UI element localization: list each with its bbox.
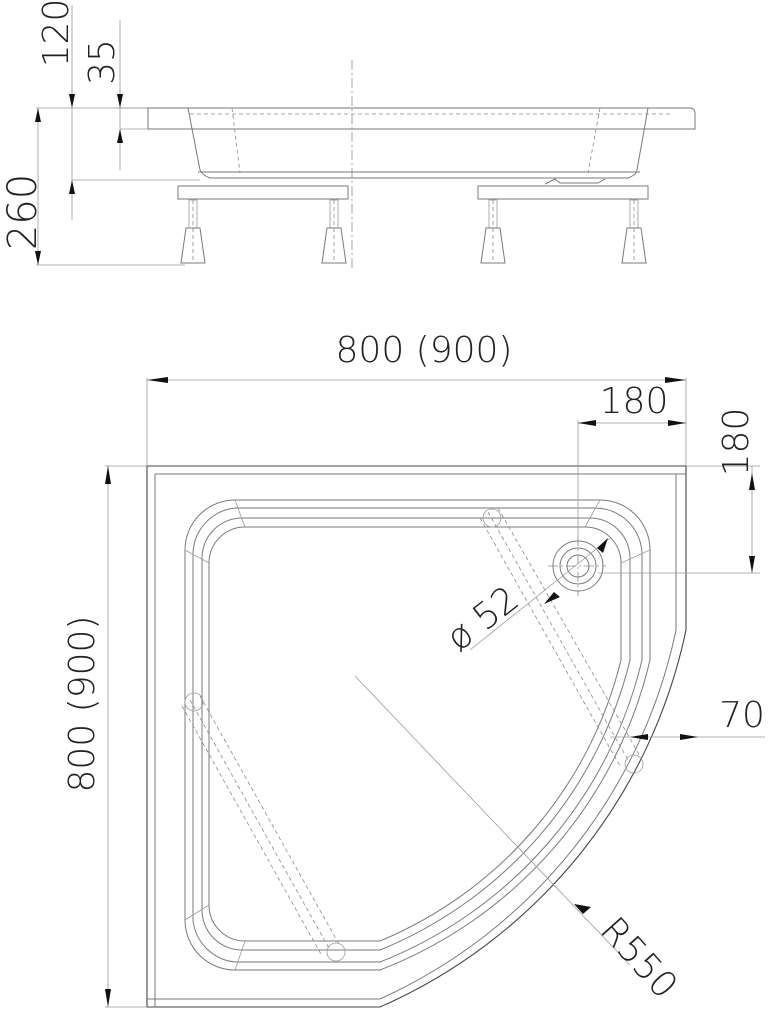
top-view: 800 (900) 800 (900) 180 180 ø 52 70 R550 [62, 330, 765, 1008]
side-view: 260 120 35 [0, 0, 696, 270]
dim-drain-offset-x: 180 [600, 381, 669, 422]
dim-drain-diameter: ø 52 [439, 578, 527, 659]
dim-rim-width: 70 [719, 695, 765, 736]
leg [480, 199, 506, 264]
dim-depth: 800 (900) [62, 616, 103, 793]
leg [180, 199, 206, 264]
leg [621, 199, 647, 264]
dim-tray-height: 120 [36, 0, 77, 67]
dim-radius: R550 [592, 910, 685, 1007]
support-bar [479, 507, 644, 774]
dim-drain-offset-y: 180 [716, 408, 757, 477]
dim-width: 800 (900) [336, 330, 513, 371]
drain [548, 536, 606, 596]
support-bar [181, 692, 346, 962]
leg [321, 199, 347, 264]
dim-total-height: 260 [0, 174, 46, 250]
dim-rim-thickness: 35 [82, 39, 123, 85]
